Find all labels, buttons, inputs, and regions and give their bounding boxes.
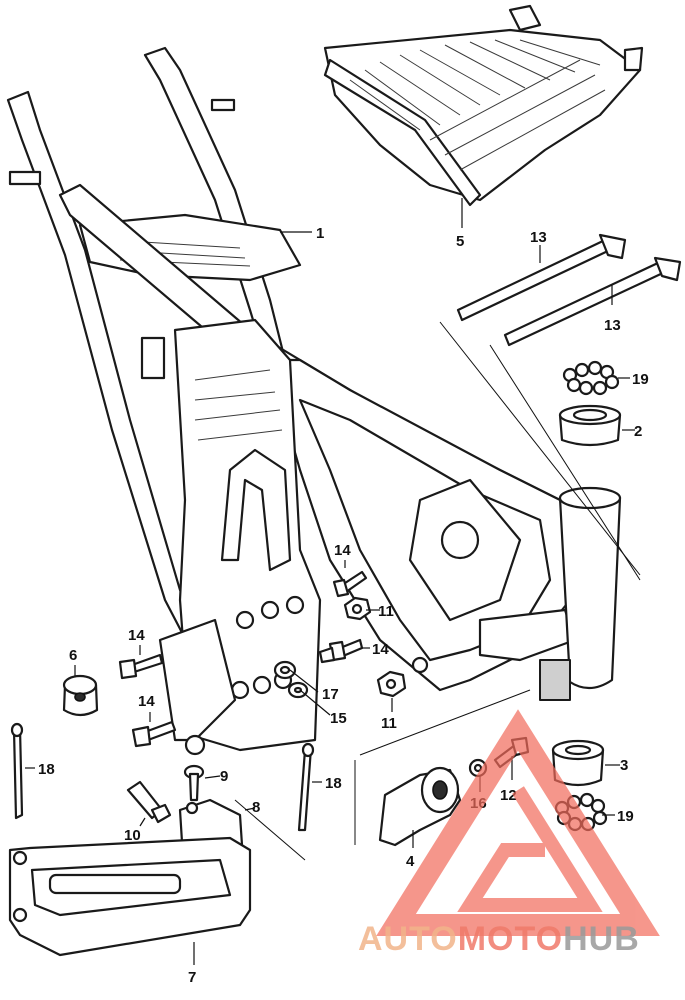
callout-12: 12 (500, 787, 517, 804)
callout-3: 3 (620, 757, 628, 774)
callout-14-d: 14 (138, 693, 155, 710)
cotter-pin-right (297, 742, 315, 832)
grease-fitting (126, 780, 172, 824)
callout-9: 9 (220, 768, 228, 785)
lower-bearing-race (551, 739, 605, 787)
spacer-washer-15 (287, 681, 309, 699)
bolt-14-b (318, 638, 364, 664)
callout-14-c: 14 (128, 627, 145, 644)
steering-head-tube (539, 486, 622, 701)
long-bolt-lower (503, 256, 682, 347)
side-bracket (378, 766, 462, 847)
watermark-hub: HUB (563, 920, 640, 958)
callout-18-right: 18 (325, 775, 342, 792)
watermark-moto: MOTO (458, 920, 563, 958)
callout-15: 15 (330, 710, 347, 727)
step-bracket (8, 836, 252, 957)
nut-11-b (376, 670, 407, 698)
callout-13-upper: 13 (530, 229, 547, 246)
callout-19-upper: 19 (632, 371, 649, 388)
callout-7: 7 (188, 969, 196, 986)
bolt-14-c (118, 653, 164, 680)
skid-plate (323, 4, 644, 207)
callout-labels: 1 2 3 4 5 6 7 8 9 10 11 11 12 13 13 14 1… (38, 225, 649, 986)
long-bolt-upper (456, 233, 627, 322)
callout-11-lower: 11 (381, 715, 397, 732)
watermark-logo (376, 709, 660, 936)
callout-10: 10 (124, 827, 141, 844)
bolt-14-d (131, 720, 177, 748)
main-frame (6, 46, 582, 756)
callout-6: 6 (69, 647, 77, 664)
callout-1: 1 (316, 225, 324, 242)
callout-14-b: 14 (372, 641, 389, 658)
callout-14-a: 14 (334, 542, 351, 559)
spacer-collar-17 (273, 660, 297, 680)
callout-18-left: 18 (38, 761, 55, 778)
callout-5: 5 (456, 233, 464, 250)
callout-17: 17 (322, 686, 339, 703)
callout-11-upper: 11 (378, 603, 394, 620)
callout-19-lower: 19 (617, 808, 634, 825)
upper-steel-balls (562, 360, 620, 396)
cotter-pin-left (10, 722, 24, 820)
watermark-auto: AUTO (358, 920, 458, 958)
bolt-14-a (332, 570, 368, 598)
watermark-text: AUTOMOTOHUB (358, 920, 640, 958)
rubber-bushing (62, 674, 99, 717)
callout-13-lower: 13 (604, 317, 621, 334)
clevis-pin (183, 764, 205, 802)
reference-lines (234, 321, 641, 861)
callout-8: 8 (252, 799, 260, 816)
callout-2: 2 (634, 423, 642, 440)
callout-4: 4 (406, 853, 415, 870)
svg-text:AUTOMOTOHUB: AUTOMOTOHUB (358, 920, 640, 958)
upper-bearing-race (558, 404, 622, 447)
nut-11-a (343, 596, 372, 621)
